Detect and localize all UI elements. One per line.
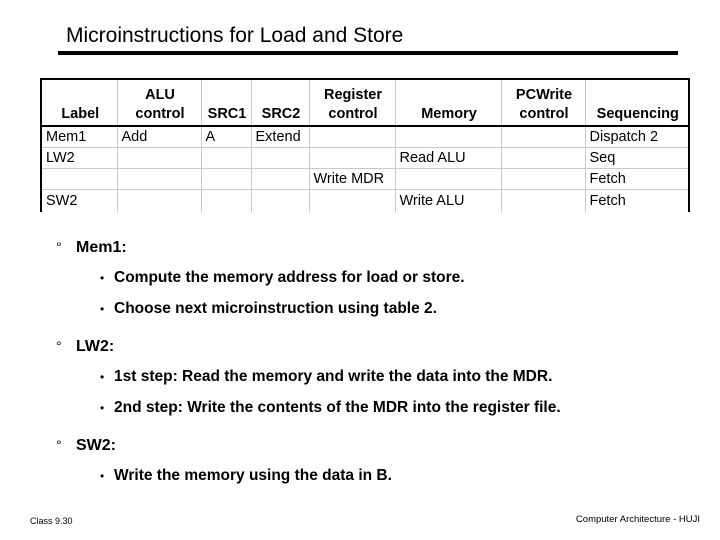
bullet-mark-icon: ° [56,338,62,354]
table-cell: LW2 [40,147,118,169]
table-cell: Mem1 [40,125,118,148]
table-cell [308,189,396,212]
table-cell [500,125,586,148]
table-cell: Write ALU [394,189,502,212]
bullet-sw2: ° SW2: [56,434,561,456]
sub-bullet: • Write the memory using the data in B. [56,460,561,491]
sub-bullet: • 1st step: Read the memory and write the… [56,361,561,392]
header-sequencing: Sequencing [584,78,690,127]
bullet-lw2: ° LW2: [56,335,561,357]
table-cell [250,189,310,212]
table-cell: Add [116,125,202,148]
table-cell: SW2 [40,189,118,212]
table-row: Mem1 Add A Extend Dispatch 2 [40,125,690,148]
header-label: Label [40,78,118,127]
slide-number: Class 9.30 [30,516,73,526]
table-cell [40,168,118,190]
sub-bullet-dot-icon: • [100,469,105,483]
table-cell: Fetch [584,168,690,190]
sub-bullet-dot-icon: • [100,401,105,415]
table-cell [116,168,202,190]
table-cell [308,125,396,148]
bullet-label: LW2: [76,338,115,355]
sub-bullet-text: Choose next microinstruction using table… [114,300,437,317]
header-src1: SRC1 [200,78,252,127]
sub-bullet-text: Write the memory using the data in B. [114,467,392,484]
table-cell [500,168,586,190]
sub-bullet-text: 1st step: Read the memory and write the … [114,368,553,385]
bullet-label: SW2: [76,437,116,454]
table-cell [394,168,502,190]
table-cell [500,147,586,169]
table-cell [308,147,396,169]
table-cell [116,147,202,169]
bullet-mark-icon: ° [56,437,62,453]
table-cell [200,147,252,169]
bullet-list: ° Mem1: • Compute the memory address for l… [56,236,561,491]
sub-bullet: • 2nd step: Write the contents of the MDR… [56,392,561,423]
table-cell [394,125,502,148]
sub-bullet-dot-icon: • [100,302,105,316]
slide-title: Microinstructions for Load and Store [66,24,404,47]
sub-bullet: • Choose next microinstruction using tabl… [56,293,561,324]
table-row: SW2 Write ALU Fetch [40,189,690,212]
sub-bullet-text: 2nd step: Write the contents of the MDR … [114,399,561,416]
table-cell: Read ALU [394,147,502,169]
table-cell [200,168,252,190]
table-cell [250,168,310,190]
table-cell: Dispatch 2 [584,125,690,148]
table-row: Write MDR Fetch [40,168,690,190]
table-cell [200,189,252,212]
table-cell: Fetch [584,189,690,212]
header-memory: Memory [394,78,502,127]
header-src2: SRC2 [250,78,310,127]
sub-bullet-text: Compute the memory address for load or s… [114,269,465,286]
table-cell: Extend [250,125,310,148]
table-cell: Write MDR [308,168,396,190]
sub-bullet-dot-icon: • [100,370,105,384]
bullet-mem1: ° Mem1: [56,236,561,258]
table-cell [500,189,586,212]
sub-bullet: • Compute the memory address for load or … [56,262,561,293]
bullet-mark-icon: ° [56,239,62,255]
title-underline [58,51,678,55]
table-cell: A [200,125,252,148]
table-cell [250,147,310,169]
table-row: LW2 Read ALU Seq [40,147,690,169]
course-name: Computer Architecture - HUJI [575,514,700,525]
table-cell [116,189,202,212]
bullet-label: Mem1: [76,239,127,256]
table-cell: Seq [584,147,690,169]
sub-bullet-dot-icon: • [100,271,105,285]
